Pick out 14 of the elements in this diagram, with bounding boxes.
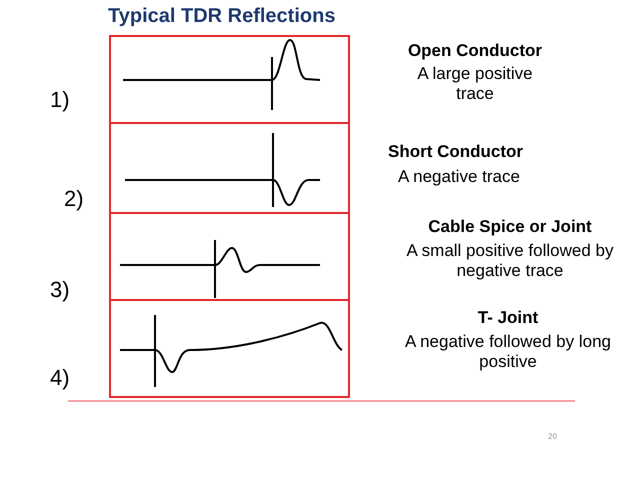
trace-number: 2) xyxy=(64,186,84,212)
trace-description: A negative trace xyxy=(398,167,521,188)
title: Typical TDR Reflections xyxy=(108,4,336,28)
page-number: 20 xyxy=(548,432,557,442)
trace-heading: T- Joint xyxy=(476,308,540,328)
trace-description: A negative followed by long positive xyxy=(404,332,612,373)
trace-description: A small positive followed by negative trace xyxy=(406,241,614,282)
trace-number: 4) xyxy=(50,365,70,392)
trace-description: A large positive trace xyxy=(416,64,534,105)
trace-number: 3) xyxy=(50,277,70,304)
trace-number: 1) xyxy=(50,87,70,114)
trace-heading: Open Conductor xyxy=(406,41,544,62)
trace-heading: Cable Spice or Joint xyxy=(427,217,593,238)
trace-heading: Short Conductor xyxy=(388,142,524,162)
